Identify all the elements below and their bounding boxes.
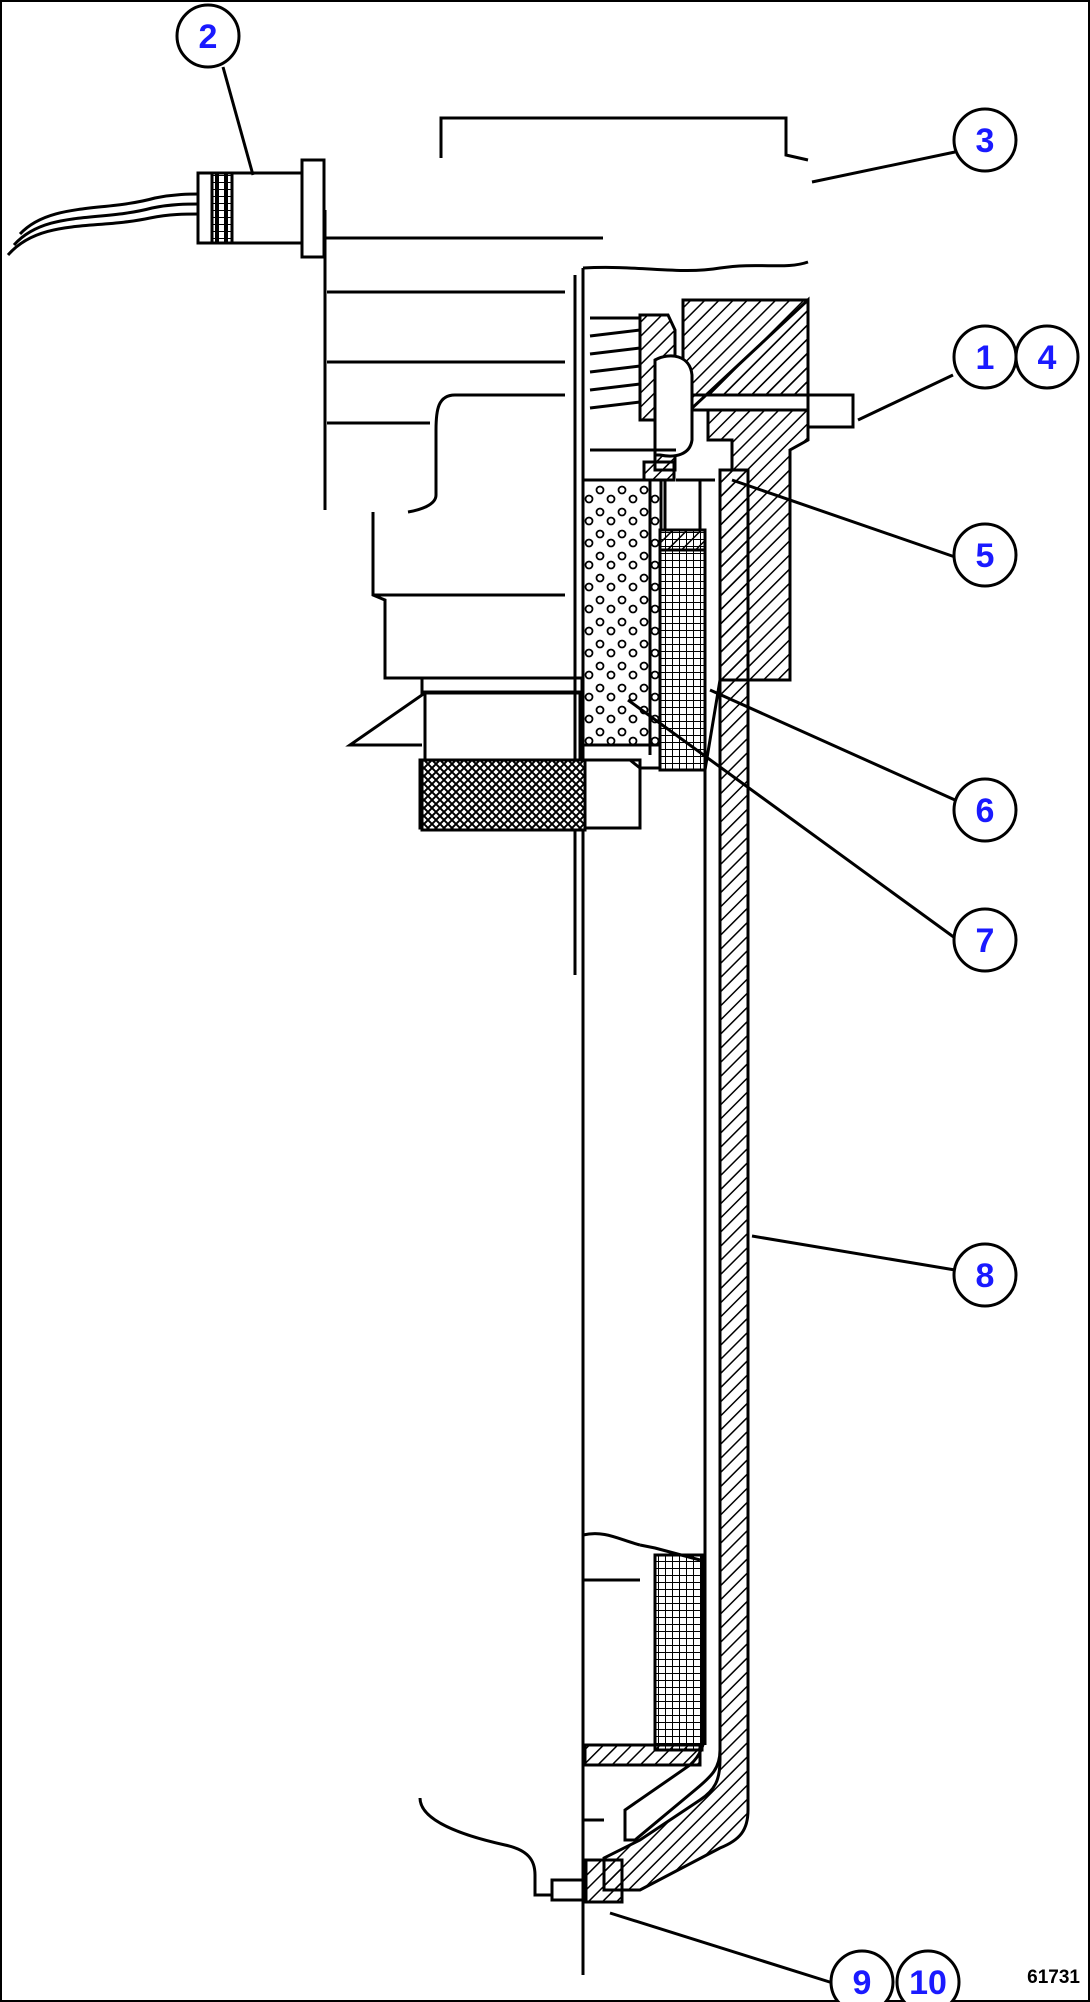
callout-7: 7 <box>952 907 1018 973</box>
callout-label: 3 <box>976 122 995 160</box>
callout-label: 1 <box>976 339 995 377</box>
callout-4: 4 <box>1014 324 1080 390</box>
filter-bowl-part <box>583 468 750 1892</box>
callout-label: 6 <box>976 792 995 830</box>
callout-8: 8 <box>952 1242 1018 1308</box>
callout-2: 2 <box>175 3 241 69</box>
callout-label: 4 <box>1038 339 1057 377</box>
callout-10: 10 <box>895 1949 961 2002</box>
callout-5: 5 <box>952 522 1018 588</box>
drain-plug-part <box>583 1818 624 1904</box>
callout-label: 10 <box>909 1964 947 2002</box>
callout-3: 3 <box>952 107 1018 173</box>
callout-label: 7 <box>976 922 995 960</box>
callout-label: 8 <box>976 1257 995 1295</box>
left-outline-part <box>345 676 642 1902</box>
callout-label: 9 <box>853 1964 872 2002</box>
callout-1: 1 <box>952 324 1018 390</box>
figure-id: 61731 <box>1027 1967 1080 1988</box>
callout-6: 6 <box>952 777 1018 843</box>
callout-label: 2 <box>199 18 218 56</box>
sensor-connector-part <box>6 158 326 259</box>
drain-knob-part <box>420 758 587 832</box>
callout-label: 5 <box>976 537 995 575</box>
top-cover-part <box>323 116 809 680</box>
callout-9: 9 <box>829 1949 895 2002</box>
filter-element-part <box>581 478 707 772</box>
leader-lines <box>221 66 956 1986</box>
